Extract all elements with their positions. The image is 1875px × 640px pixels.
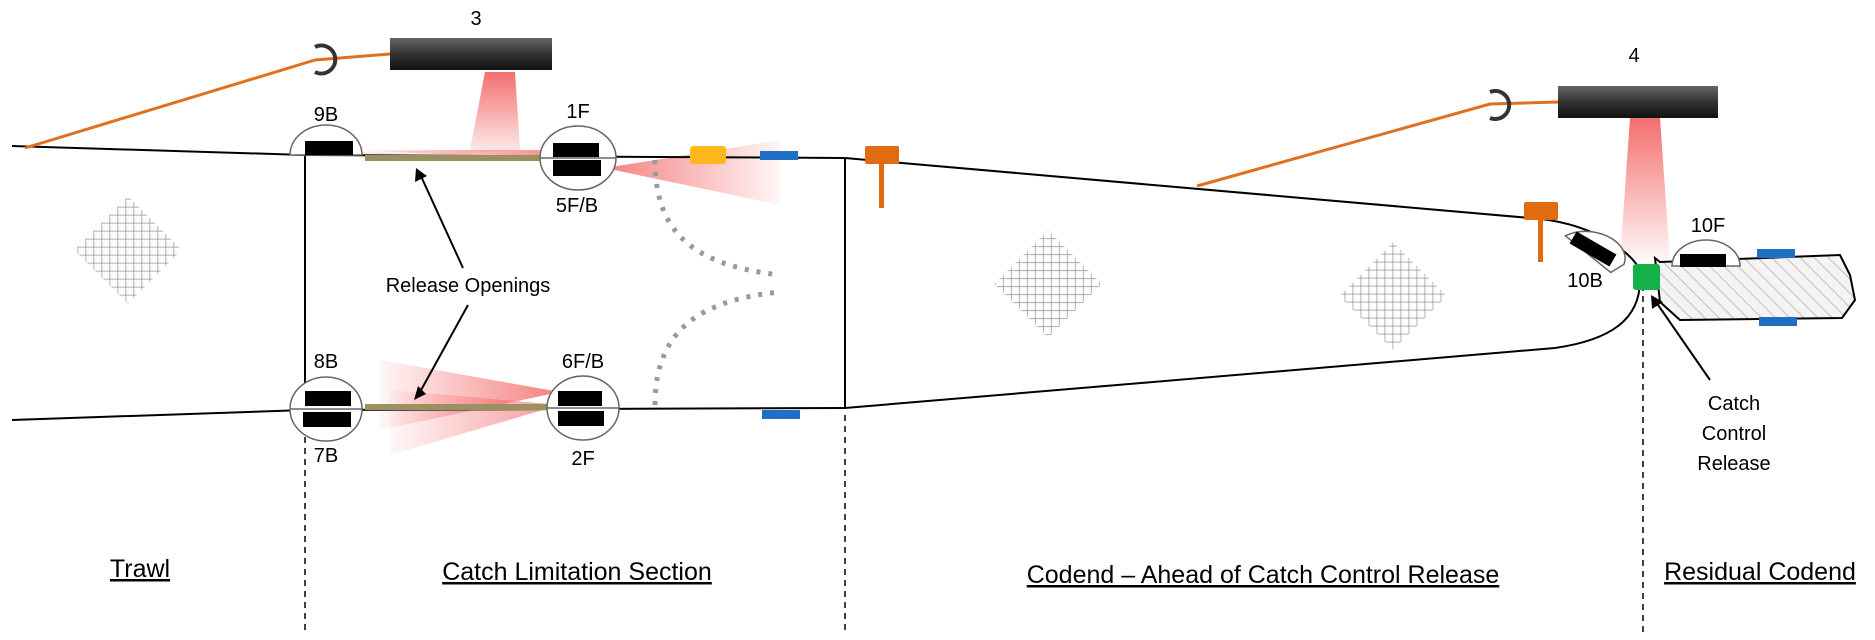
camera-3-body [390,38,552,70]
internal-funnel-dotted [652,159,781,406]
camera-3-beam [355,72,520,160]
blue-marker [1757,249,1795,258]
section-label-trawl: Trawl [110,555,170,583]
svg-text:6F/B: 6F/B [562,351,604,373]
svg-text:2F: 2F [571,448,594,470]
mesh-icon [994,230,1102,338]
svg-text:10F: 10F [1691,215,1725,237]
svg-text:Catch: Catch [1708,393,1760,415]
yellow-marker [690,146,726,164]
mesh-icon [74,196,182,304]
catch-control-release-marker [1633,264,1660,290]
section-label-residual-codend: Residual Codend [1664,558,1856,586]
camera-1f-5fb: 1F 5F/B [539,101,617,217]
svg-text:8B: 8B [314,351,338,373]
camera-5fb-beam [605,140,780,205]
svg-text:Release: Release [1697,453,1770,475]
camera-10f: 10F [1671,215,1741,267]
section-label-catch-limitation: Catch Limitation Section [442,558,712,586]
camera-6fb-2f: 6F/B 2F [546,351,620,470]
camera-10b: 10B [1564,230,1626,292]
hook-icon [1489,89,1512,121]
overhead-camera-3: 3 [24,8,552,150]
camera-7b-beam [390,390,560,455]
svg-text:Control: Control [1702,423,1766,445]
svg-text:7B: 7B [314,445,338,467]
camera-4-body [1558,86,1718,118]
camera-9b: 9B [289,104,363,156]
section-label-codend-ahead: Codend – Ahead of Catch Control Release [1027,561,1500,589]
rope [1196,100,1559,188]
svg-text:9B: 9B [314,104,338,126]
svg-text:10B: 10B [1567,270,1603,292]
overhead-camera-4: 4 [1196,45,1718,188]
orange-tag [865,146,899,208]
camera-8b-7b: 8B 7B [289,351,363,467]
mesh-patches [74,196,1447,350]
blue-marker [760,151,798,160]
rope [24,52,391,150]
camera-4-label: 4 [1628,45,1639,67]
camera-3-label: 3 [470,8,481,30]
section-dividers [304,285,1644,635]
svg-text:5F/B: 5F/B [556,195,598,217]
catch-control-release-annotation: Catch Control Release [1651,295,1771,475]
svg-text:Release Openings: Release Openings [386,275,551,297]
mesh-icon [1339,242,1447,350]
svg-text:1F: 1F [566,101,589,123]
release-openings-annotation: Release Openings [386,168,551,400]
blue-marker [1759,317,1797,326]
blue-marker [762,410,800,419]
orange-tag [1524,202,1558,262]
camera-4-beam [1620,118,1670,260]
hook-icon [314,43,338,76]
